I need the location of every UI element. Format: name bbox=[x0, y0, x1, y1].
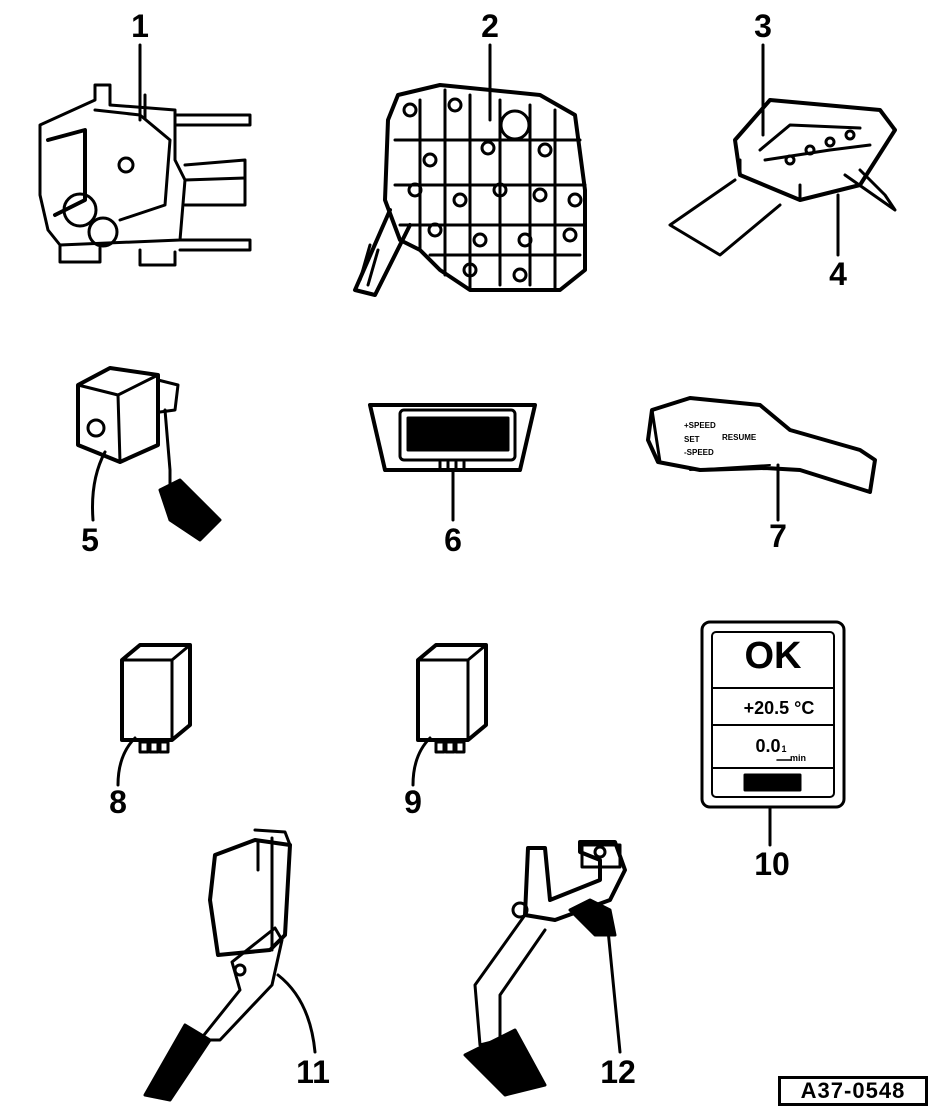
display-speed: 0.0 bbox=[755, 736, 780, 756]
callout-4: 4 bbox=[829, 256, 847, 292]
stalk-label-minus-speed: -SPEED bbox=[684, 448, 714, 457]
control-unit bbox=[368, 403, 537, 472]
valve-body bbox=[353, 83, 587, 297]
callout-6: 6 bbox=[444, 522, 462, 558]
brake-pedal bbox=[463, 840, 627, 1097]
figure-reference: A37-0548 bbox=[778, 1076, 928, 1106]
accelerator-pedal bbox=[143, 828, 292, 1102]
callout-11: 11 bbox=[296, 1054, 330, 1090]
relay-8 bbox=[120, 643, 192, 754]
stalk-label-plus-speed: +SPEED bbox=[684, 421, 716, 430]
multifunction-stalk bbox=[646, 396, 877, 494]
instrument-display bbox=[700, 620, 846, 809]
callout-5: 5 bbox=[81, 522, 99, 558]
callout-10: 10 bbox=[754, 846, 790, 882]
relay-9 bbox=[416, 643, 488, 754]
display-unit-bottom: min bbox=[790, 753, 806, 763]
callout-8: 8 bbox=[109, 784, 127, 820]
callout-3: 3 bbox=[754, 8, 772, 44]
callout-12: 12 bbox=[600, 1054, 636, 1090]
stalk-label-set: SET bbox=[684, 435, 700, 444]
selector-mechanism bbox=[38, 83, 252, 267]
callout-7: 7 bbox=[769, 518, 787, 554]
display-unit-top: 1 bbox=[781, 744, 786, 754]
display-status: OK bbox=[745, 635, 803, 677]
stalk-label-resume: RESUME bbox=[722, 433, 757, 442]
callout-9: 9 bbox=[404, 784, 422, 820]
callout-1: 1 bbox=[131, 8, 149, 44]
shift-gate bbox=[668, 98, 897, 257]
selector-lever-solenoid bbox=[76, 366, 222, 542]
callout-2: 2 bbox=[481, 8, 499, 44]
display-temperature: +20.5 °C bbox=[744, 698, 815, 718]
